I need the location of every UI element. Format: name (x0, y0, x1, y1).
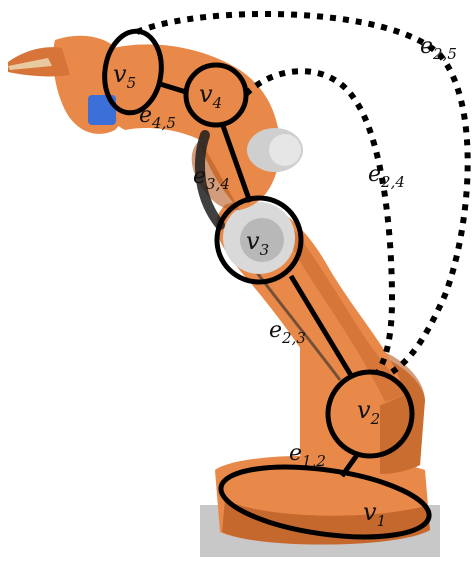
dotted-edges (135, 10, 471, 375)
edge-e12-label: e1,2 (289, 441, 326, 470)
edge-labels: e4,5 e3,4 e2,3 e1,2 e2,4 e2,5 (139, 34, 457, 470)
robot-motor-housing-face (269, 134, 301, 166)
node-labels: v5 v4 v3 v2 v1 (113, 60, 386, 530)
node-v4-circle (183, 62, 249, 128)
edge-e23-line (288, 274, 355, 379)
edge-e25-label: e2,5 (420, 34, 457, 63)
robot-elbow-hub-inner (240, 218, 284, 262)
edge-e34-line (219, 122, 253, 203)
robot-flange-blue (88, 95, 116, 125)
robot-base-shadow (222, 500, 430, 545)
node-v2-label: v2 (357, 396, 380, 428)
edge-e34-label: e3,4 (193, 164, 230, 193)
node-v2-circle (325, 369, 415, 459)
node-v1-label: v1 (363, 498, 386, 530)
edge-e23-label: e2,3 (269, 318, 306, 347)
node-v3-circle (214, 195, 304, 285)
solid-edges (159, 81, 360, 478)
node-v4-label: v4 (199, 80, 222, 112)
edge-e24-label: e2,4 (368, 162, 405, 191)
edge-e24-path (243, 68, 396, 374)
edge-e45-line (159, 81, 187, 95)
edge-e45-label: e4,5 (139, 103, 176, 132)
graph-nodes (102, 28, 432, 540)
robot-lower-arm-shadow (289, 225, 405, 402)
robot-gripper-jaw (8, 58, 52, 70)
node-v5-label: v5 (113, 60, 136, 92)
node-v3-label: v3 (246, 227, 269, 259)
node-v5-circle (102, 28, 164, 116)
node-v1-ellipse (218, 464, 432, 540)
robot-cable-bundle (195, 130, 225, 230)
edge-e25-path (135, 10, 471, 375)
robot-upper-arm (90, 44, 280, 210)
